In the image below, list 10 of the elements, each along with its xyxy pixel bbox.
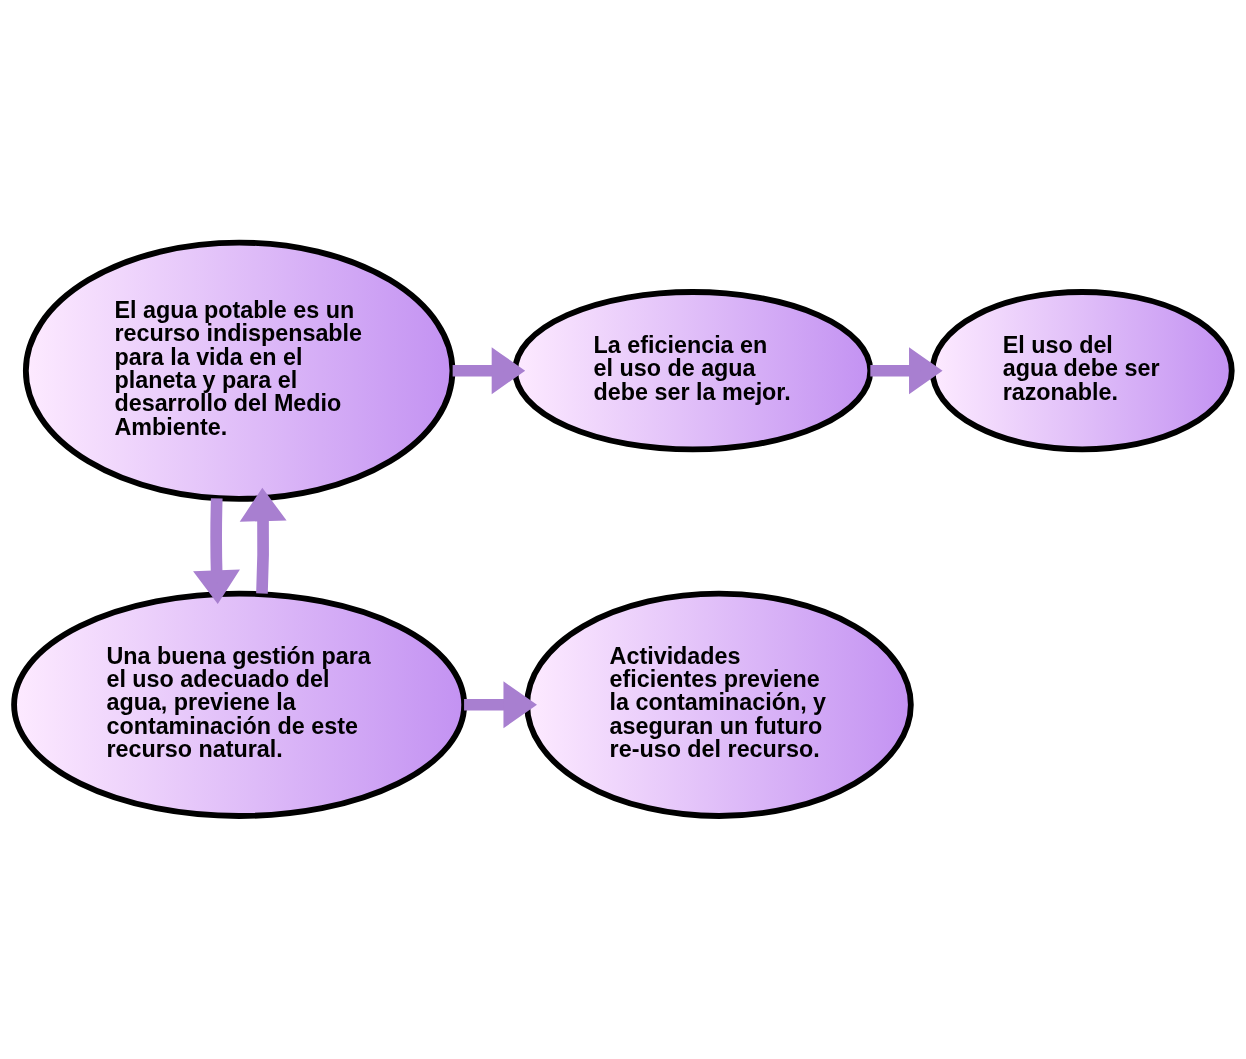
node-ellipse: El uso del agua debe ser razonable. [929, 289, 1235, 453]
node-ellipse: Actividades eficientes previene la contaminación, y aseguran un futuro re-uso del recurso. [524, 590, 914, 819]
arrow [870, 347, 943, 395]
arrow [239, 487, 287, 594]
node-ellipse: El agua potable es un recurso indispensable para la vida en el planeta y para el desarrollo del Medio Ambiente. [22, 239, 456, 502]
arrow [464, 681, 537, 729]
node-ellipse: Una buena gestión para el uso adecuado del agua, previene la contaminación de este recurso natural. [11, 590, 468, 819]
node-ellipse: La eficiencia en el uso de agua debe ser la mejor. [512, 289, 874, 453]
arrow [452, 347, 526, 395]
arrow [193, 498, 240, 604]
